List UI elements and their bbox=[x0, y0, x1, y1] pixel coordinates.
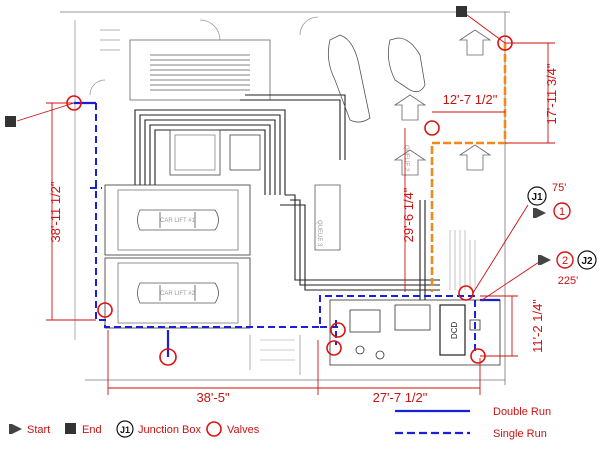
valve-icon bbox=[458, 285, 474, 301]
junction-box-j1: J1 75' 1 bbox=[527, 182, 571, 220]
car-lift-1-label: CAR LIFT #1 bbox=[160, 218, 196, 224]
junction-box-legend-icon bbox=[116, 420, 134, 438]
left-vertical-dimension: 38'-11 1/2" bbox=[48, 181, 63, 242]
valve-icon bbox=[497, 35, 513, 51]
legend-junction-box-label: Junction Box bbox=[138, 424, 201, 436]
architectural-plan bbox=[60, 11, 510, 385]
end-marker-icon bbox=[5, 116, 16, 127]
valve-icon bbox=[330, 322, 346, 338]
bottom-right-dimension: 27'-7 1/2" bbox=[373, 390, 428, 405]
valve-icon bbox=[470, 348, 486, 364]
legend-end-label: End bbox=[82, 424, 102, 436]
valve-icon bbox=[159, 348, 177, 366]
junction-j1-marker-number: 1 bbox=[559, 206, 565, 218]
legend-start-label: Start bbox=[27, 424, 50, 436]
dcd-label: DCD bbox=[450, 321, 459, 339]
top-right-vertical-dimension: 17'-11 3/4" bbox=[544, 63, 559, 124]
legend-junction-icon-label: J1 bbox=[120, 425, 130, 435]
legend-single-run-label: Single Run bbox=[493, 428, 547, 440]
junction-box-j2: 2 J2 225' bbox=[538, 250, 597, 287]
queue-2-label: QUEUE 2 bbox=[403, 145, 409, 172]
start-legend-icon bbox=[12, 424, 22, 434]
right-vertical-dimension: 11'-2 1/4" bbox=[530, 299, 545, 353]
junction-box-icon bbox=[577, 250, 597, 270]
valve-icon bbox=[326, 340, 342, 356]
valve-legend-icon bbox=[206, 421, 222, 437]
junction-j2-distance: 225' bbox=[558, 275, 578, 287]
legend-valves-label: Valves bbox=[227, 424, 260, 436]
single-run-conduit bbox=[90, 103, 476, 355]
junction-box-icon bbox=[527, 186, 547, 206]
junction-j1-distance: 75' bbox=[552, 182, 566, 194]
junction-j2-label: J2 bbox=[581, 256, 593, 267]
end-legend-icon bbox=[65, 423, 76, 434]
valves bbox=[66, 35, 513, 366]
queue-3-label: QUEUE 3 bbox=[316, 220, 322, 247]
top-horizontal-dimension: 12'-7 1/2" bbox=[443, 92, 498, 107]
legend: Start End J1 Junction Box Valves Double … bbox=[9, 406, 551, 440]
car-lift-2-label: CAR LIFT #2 bbox=[160, 291, 196, 297]
double-run-conduit bbox=[74, 101, 500, 357]
start-marker-icon bbox=[541, 255, 551, 265]
end-marker-icon bbox=[456, 6, 467, 17]
bottom-left-dimension: 38'-5" bbox=[196, 390, 230, 405]
valve-icon bbox=[97, 302, 113, 318]
mid-vertical-dimension: 29'-6 1/4" bbox=[401, 187, 416, 242]
valve-icon bbox=[424, 120, 440, 136]
valve-icon bbox=[66, 95, 82, 111]
dimension-lines bbox=[16, 11, 555, 395]
start-marker-icon bbox=[536, 208, 546, 218]
legend-double-run-label: Double Run bbox=[493, 406, 551, 418]
junction-j1-label: J1 bbox=[531, 192, 543, 203]
junction-j2-marker-number: 2 bbox=[562, 255, 568, 267]
orange-run-conduit bbox=[430, 43, 507, 292]
